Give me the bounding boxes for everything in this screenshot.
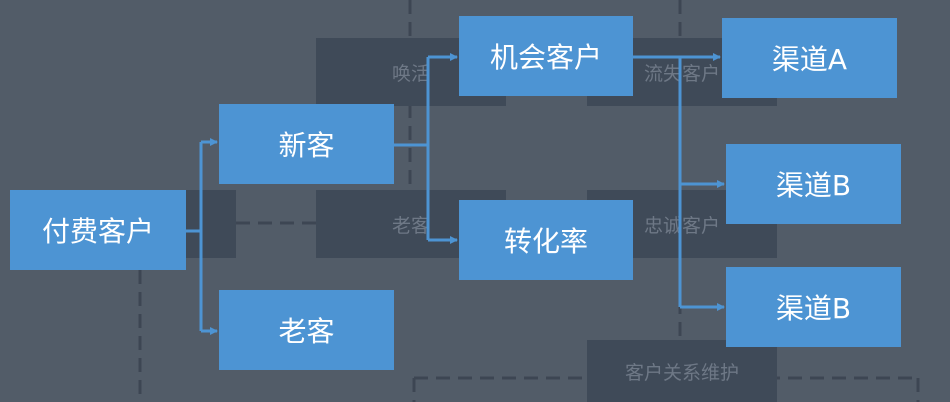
node-new-customers: 新客 [219,104,394,184]
node-label: 渠道B [775,169,852,202]
ghost-label-zhongcheng: 忠诚客户 [643,214,720,237]
ghost-label-huanxing: 唤活 [391,62,430,85]
node-label: 新客 [278,129,335,162]
node-channel-b-2: 渠道B [726,267,901,347]
node-label: 渠道A [771,43,848,76]
node-label: 老客 [278,315,335,348]
node-label: 转化率 [503,225,588,258]
node-label: 付费客户 [41,215,154,248]
node-label: 机会客户 [489,41,602,74]
ghost-label-weihu: 客户关系维护 [624,361,739,384]
ghost-box-left [185,190,236,258]
node-channel-b-1: 渠道B [726,144,901,224]
node-paying-customers: 付费客户 [10,190,186,270]
ghost-box-weihu: 客户关系维护 [587,340,777,402]
node-opportunity-customers: 机会客户 [459,16,633,96]
node-label: 渠道B [775,292,852,325]
node-old-customers: 老客 [219,290,394,370]
ghost-label-liushi: 流失客户 [643,62,720,85]
node-conversion-rate: 转化率 [459,200,633,280]
node-channel-a: 渠道A [722,18,897,98]
ghost-label-laoke: 老客 [391,214,430,237]
